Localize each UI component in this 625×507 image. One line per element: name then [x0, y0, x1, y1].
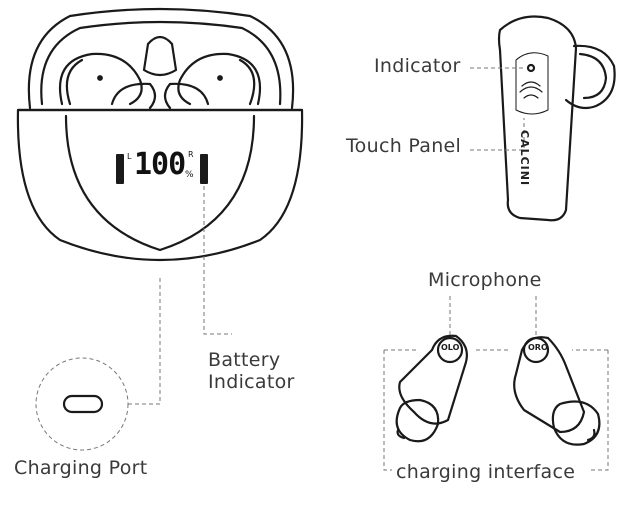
battery-indicator-line2: Indicator — [208, 370, 295, 393]
indicator-label: Indicator — [374, 55, 461, 77]
left-bud-mark: OLO — [441, 343, 460, 352]
charging-port — [62, 394, 104, 414]
touch-panel-label: Touch Panel — [346, 135, 462, 157]
right-bud-mark: ORO — [528, 343, 548, 352]
earbud-left-lower — [395, 334, 468, 443]
case-lid — [27, 7, 295, 110]
battery-display-left: L — [127, 152, 132, 161]
leader-lines — [35, 67, 609, 471]
battery-indicator-label: Battery Indicator — [208, 349, 295, 394]
case-earbuds — [58, 35, 262, 110]
charging-port-label: Charging Port — [14, 457, 148, 479]
microphone-label: Microphone — [428, 269, 542, 291]
charging-interface-label: charging interface — [393, 461, 579, 484]
battery-display-right: R — [188, 150, 194, 159]
earbud-right-lower — [513, 336, 601, 446]
case-body — [16, 108, 304, 262]
earbud-side-view — [497, 15, 616, 222]
battery-display-value: 100 — [134, 147, 186, 182]
battery-indicator-line1: Battery — [208, 349, 281, 371]
earbud-brand: CALCINI — [518, 130, 531, 187]
battery-display-unit: % — [185, 170, 194, 180]
